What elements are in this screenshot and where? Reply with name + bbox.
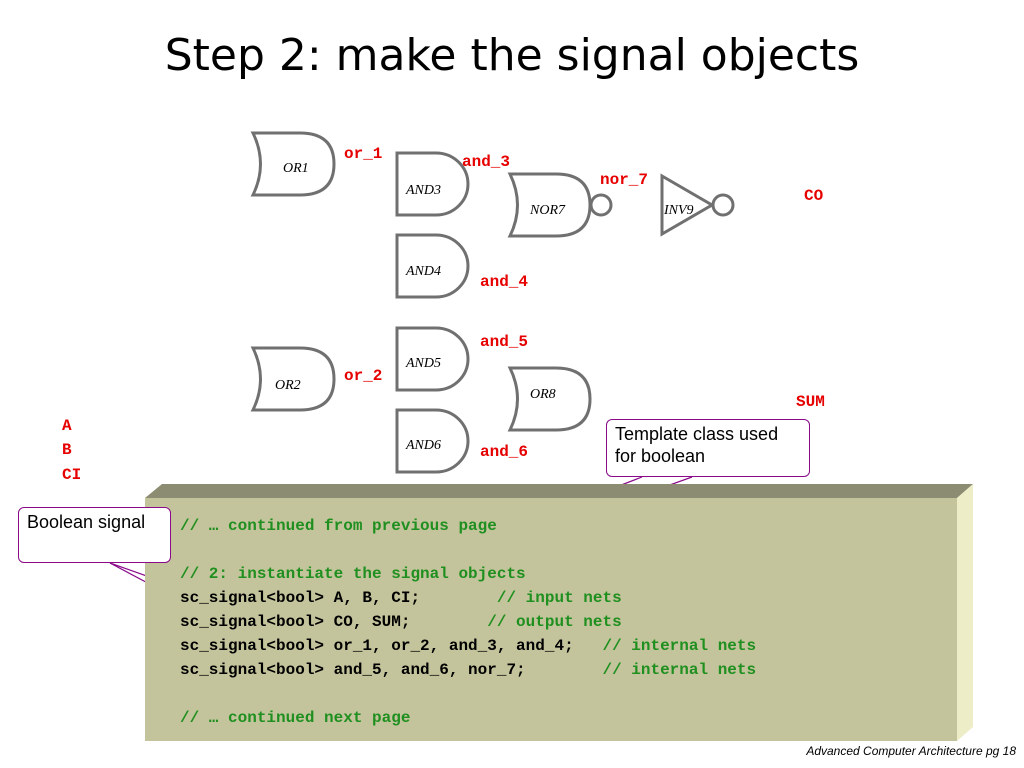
and6-gate	[395, 408, 470, 474]
and5-label: AND5	[406, 356, 441, 371]
code-line4: sc_signal<bool> CO, SUM;	[180, 613, 488, 631]
nor7-label: NOR7	[530, 203, 565, 218]
code-line5-comment: // internal nets	[602, 637, 757, 655]
net-sum: SUM	[796, 393, 825, 411]
template-class-callout: Template class used for boolean	[606, 419, 810, 477]
code-line5: sc_signal<bool> or_1, or_2, and_3, and_4…	[180, 637, 603, 655]
boolean-signal-callout: Boolean signal	[18, 507, 171, 563]
net-and-3: and_3	[462, 153, 511, 171]
and3-gate	[395, 151, 470, 217]
inv9-gate	[660, 173, 715, 237]
code-comment-next: // … continued next page	[180, 709, 410, 727]
inv9-bubble	[711, 193, 735, 217]
code-line6-comment: // internal nets	[602, 661, 757, 679]
code-line1: // … continued from previous page	[180, 517, 497, 535]
inv9-label: INV9	[664, 203, 694, 218]
or8-gate	[507, 366, 592, 432]
code-line-output-nets: sc_signal<bool> CO, SUM; // output nets	[180, 613, 622, 631]
code-line6: sc_signal<bool> and_5, and_6, nor_7;	[180, 661, 603, 679]
net-and-4: and_4	[480, 273, 529, 291]
net-and-5: and_5	[480, 333, 529, 351]
slide-title: Step 2: make the signal objects	[164, 30, 860, 81]
and4-gate	[395, 233, 470, 299]
code-line4-comment: // output nets	[487, 613, 622, 631]
code-line-input-nets: sc_signal<bool> A, B, CI; // input nets	[180, 589, 622, 607]
code-line7: // … continued next page	[180, 709, 411, 727]
code-line-internal-nets-1: sc_signal<bool> or_1, or_2, and_3, and_4…	[180, 637, 756, 655]
net-ci: CI	[62, 466, 82, 484]
or1-label: OR1	[283, 161, 309, 176]
net-or-2: or_2	[344, 367, 383, 385]
or2-gate	[250, 346, 336, 412]
or2-label: OR2	[275, 378, 301, 393]
net-or-1: or_1	[344, 145, 383, 163]
code-line-internal-nets-2: sc_signal<bool> and_5, and_6, nor_7; // …	[180, 661, 756, 679]
code-comment-step2: // 2: instantiate the signal objects	[180, 565, 526, 583]
code-line2: // 2: instantiate the signal objects	[180, 565, 526, 583]
footer: Advanced Computer Architecture pg 18	[806, 744, 1016, 758]
net-and-6: and_6	[480, 443, 529, 461]
and3-label: AND3	[406, 183, 441, 198]
net-co: CO	[804, 187, 824, 205]
or1-gate	[250, 131, 336, 197]
code-line3-comment: // input nets	[496, 589, 622, 607]
code-line3: sc_signal<bool> A, B, CI;	[180, 589, 497, 607]
and5-gate	[395, 326, 470, 392]
and6-label: AND6	[406, 438, 441, 453]
net-b: B	[62, 441, 72, 459]
nor7-gate	[507, 172, 592, 238]
or8-label: OR8	[530, 387, 556, 402]
net-a: A	[62, 417, 72, 435]
net-nor-7: nor_7	[600, 171, 649, 189]
code-box	[145, 498, 957, 741]
and4-label: AND4	[406, 264, 441, 279]
nor7-bubble	[589, 193, 613, 217]
code-comment-continued: // … continued from previous page	[180, 517, 497, 535]
